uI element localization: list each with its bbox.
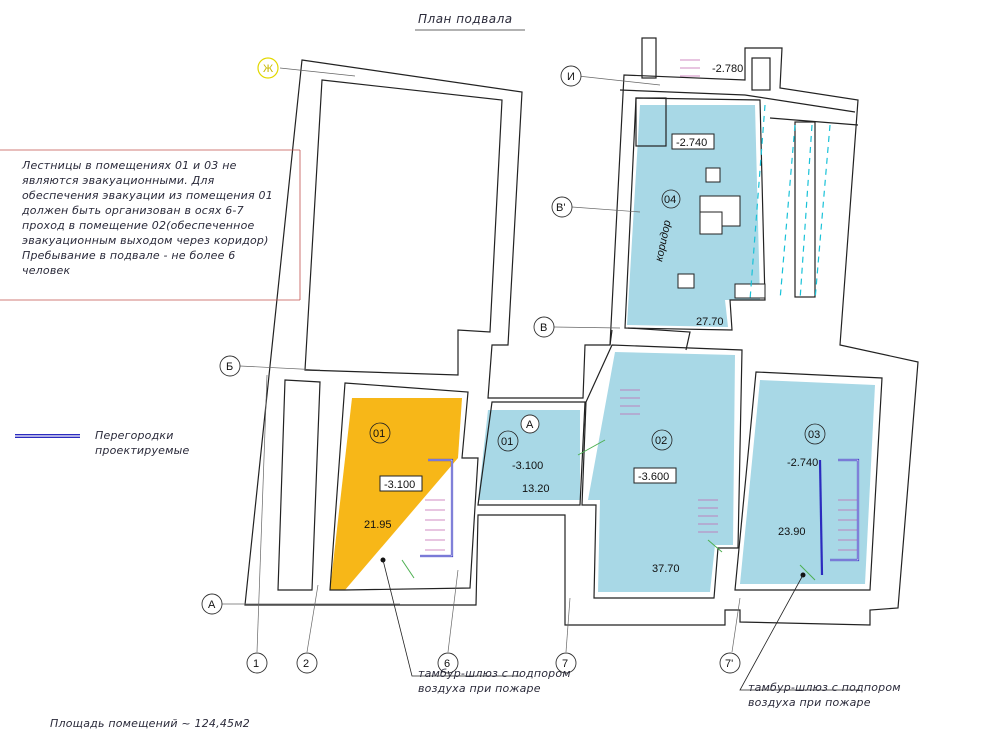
note-line: эвакуационным выходом через коридор) (22, 234, 269, 247)
room-03-number: 03 (808, 429, 820, 441)
airlock-leaders (382, 559, 860, 691)
room-labels: -2.740 04 коридор 27.70 01 -3.100 21.95 … (364, 63, 826, 575)
axis-I: И (567, 71, 575, 83)
note-line: обеспечения эвакуации из помещения 01 (22, 189, 273, 202)
axis-2: 2 (303, 658, 309, 670)
room-01-left-fill (330, 398, 462, 590)
stairs (425, 59, 858, 551)
airlock-line: тамбур-шлюз с подпором (418, 667, 571, 680)
door-swings (401, 439, 816, 581)
airlock-line: воздуха при пожаре (748, 696, 871, 709)
page-title: План подвала (418, 12, 513, 26)
airlock-line: воздуха при пожаре (418, 682, 541, 695)
axis-7: 7 (562, 658, 568, 670)
airlock-label-left: тамбур-шлюз с подпором воздуха при пожар… (418, 666, 571, 696)
note-line: человек (22, 264, 71, 277)
level-top: -2.780 (712, 63, 743, 75)
airlock-label-right: тамбур-шлюз с подпором воздуха при пожар… (748, 680, 901, 710)
axis-Zh: Ж (263, 63, 273, 75)
note-line: Пребывание в подвале - не более 6 (22, 249, 236, 262)
room-02-level: -3.600 (638, 471, 669, 483)
room-01-left-level: -3.100 (384, 479, 415, 491)
room-01-mid-area: 13.20 (522, 483, 550, 495)
room-04-number: 04 (664, 194, 676, 206)
airlock-line: тамбур-шлюз с подпором (748, 681, 901, 694)
note-line: Лестницы в помещениях 01 и 03 не (22, 159, 237, 172)
axis-1: 1 (253, 658, 259, 670)
room-04-area: 27.70 (696, 316, 724, 328)
axis-V-prime: В' (556, 202, 565, 214)
legend-line: Перегородки (95, 429, 174, 442)
room-02-number: 02 (655, 435, 667, 447)
walls (244, 37, 919, 626)
room-04-fixtures (677, 167, 766, 299)
room-01-mid-number: 01 (501, 436, 513, 448)
room-04-level: -2.740 (676, 137, 707, 149)
vent-lines (749, 104, 831, 301)
room-01-left-number: 01 (373, 428, 385, 440)
axis-6: 6 (444, 658, 450, 670)
axis-B: Б (226, 361, 233, 373)
note-line: должен быть организован в осях 6-7 (22, 204, 244, 217)
legend-line: проектируемые (95, 444, 190, 457)
axis-V: В (540, 322, 547, 334)
axis-7-prime: 7' (725, 658, 733, 670)
evacuation-note: Лестницы в помещениях 01 и 03 не являютс… (22, 158, 292, 278)
room-01-left-area: 21.95 (364, 519, 392, 531)
note-line: проход в помещение 02(обеспеченное (22, 219, 255, 232)
axis-A: А (208, 599, 216, 611)
room-01-mid-level: -3.100 (512, 460, 543, 472)
axis-bubbles: 1 2 6 7 7' А А Б В В' И Ж (201, 57, 741, 674)
room-02-area: 37.70 (652, 563, 680, 575)
axis-lines (222, 67, 741, 653)
partitions-inner (420, 459, 859, 561)
note-line: являются эвакуационными. Для (22, 174, 215, 187)
room-03-fill (740, 380, 875, 584)
room-03-level: -2.740 (787, 457, 818, 469)
axis-A-inner: А (526, 419, 534, 431)
note-leader (0, 149, 301, 301)
legend-label: Перегородки проектируемые (95, 428, 189, 458)
room-03-area: 23.90 (778, 526, 806, 538)
total-area: Площадь помещений ~ 124,45м2 (50, 717, 250, 730)
room-04-fill (627, 105, 760, 327)
